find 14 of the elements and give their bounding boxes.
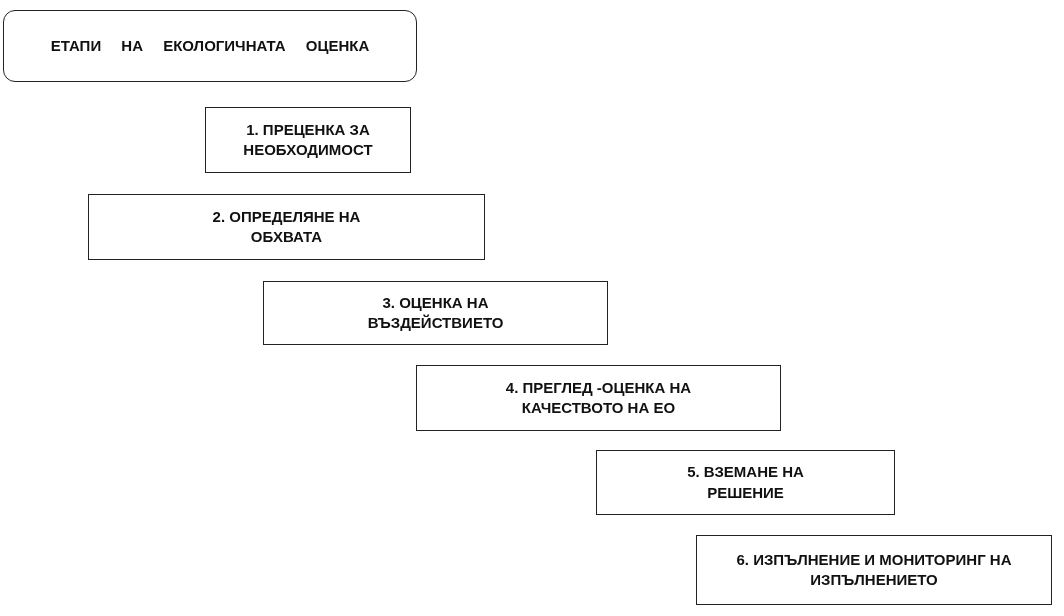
step-box xyxy=(205,107,411,173)
step-box xyxy=(596,450,895,515)
step-label: 5. ВЗЕМАНЕ НА РЕШЕНИЕ xyxy=(686,462,805,503)
step-label: 3. ОЦЕНКА НА ВЪЗДЕЙСТВИЕТО xyxy=(366,292,505,333)
step-box xyxy=(263,281,608,345)
step-label: 1. ПРЕЦЕНКА ЗА НЕОБХОДИМОСТ xyxy=(242,119,374,160)
step-box xyxy=(88,194,485,260)
heading-text: ЕТАПИ НА ЕКОЛОГИЧНАТА ОЦЕНКА xyxy=(50,35,370,56)
step-label: 4. ПРЕГЛЕД -ОЦЕНКА НА КАЧЕСТВОТО НА ЕО xyxy=(504,377,693,418)
step-box xyxy=(416,365,781,431)
step-label: 2. ОПРЕДЕЛЯНЕ НА ОБХВАТА xyxy=(211,206,362,247)
step-label: 6. ИЗПЪЛНЕНИЕ И МОНИТОРИНГ НА ИЗПЪЛНЕНИЕТО xyxy=(735,549,1013,590)
step-box xyxy=(696,535,1052,605)
heading-box xyxy=(3,10,417,82)
